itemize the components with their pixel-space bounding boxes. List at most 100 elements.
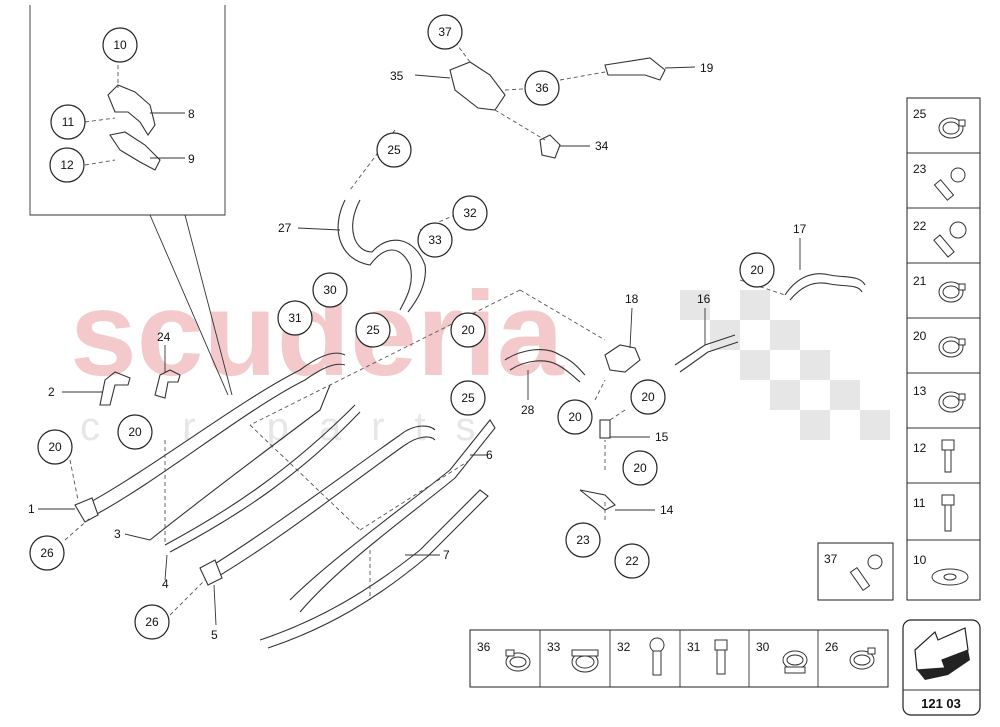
callout-10[interactable]: 10 [102, 27, 138, 63]
callout-30[interactable]: 30 [312, 272, 348, 308]
svg-text:32: 32 [463, 206, 477, 220]
svg-text:20: 20 [913, 329, 927, 343]
callout-36[interactable]: 36 [524, 70, 560, 106]
callout-26[interactable]: 26 [134, 604, 170, 640]
svg-text:37: 37 [824, 552, 838, 566]
callout-20[interactable]: 20 [37, 429, 73, 465]
label-2[interactable]: 2 [48, 385, 55, 399]
side-part-12[interactable]: 12 [907, 439, 980, 484]
side-part-20[interactable]: 20 [907, 329, 980, 374]
label-9[interactable]: 9 [188, 152, 195, 166]
side-part-25[interactable]: 25 [907, 107, 980, 154]
side-part-23[interactable]: 23 [907, 162, 980, 209]
clamp-band-icon [571, 649, 599, 673]
svg-text:25: 25 [387, 143, 401, 157]
label-18[interactable]: 18 [625, 292, 639, 306]
callout-20[interactable]: 20 [739, 252, 775, 288]
callout-32[interactable]: 32 [452, 195, 488, 231]
svg-text:20: 20 [461, 323, 475, 337]
label-34[interactable]: 34 [595, 139, 609, 153]
guide-lines [64, 41, 786, 616]
callout-33[interactable]: 33 [417, 222, 453, 258]
svg-text:25: 25 [913, 107, 927, 121]
side-part-22[interactable]: 22 [907, 219, 980, 264]
callout-12[interactable]: 12 [49, 147, 85, 183]
callout-20[interactable]: 20 [630, 379, 666, 415]
svg-text:11: 11 [913, 496, 926, 510]
svg-text:25: 25 [461, 391, 475, 405]
svg-text:20: 20 [750, 263, 764, 277]
hose-clamp-icon [849, 647, 876, 670]
side-part-13[interactable]: 13 [907, 384, 980, 429]
callout-23[interactable]: 23 [565, 522, 601, 558]
hose-clamp-icon [938, 391, 966, 413]
bottom-part-30[interactable]: 30 [756, 640, 808, 674]
side-part-10[interactable]: 10 [913, 553, 969, 586]
bottom-part-32[interactable]: 32 [617, 637, 665, 676]
bolt-icon [933, 221, 967, 258]
bottom-part-26[interactable]: 26 [825, 640, 876, 670]
hose-clamp-icon [938, 336, 966, 358]
label-35[interactable]: 35 [390, 69, 404, 83]
side-part-21[interactable]: 21 [907, 274, 980, 319]
hose-clamp-icon [505, 649, 531, 672]
bottom-part-36[interactable]: 36 [477, 640, 531, 672]
bolt-icon [649, 637, 665, 676]
svg-text:23: 23 [576, 533, 590, 547]
page-nav-box[interactable]: 121 03 [902, 619, 981, 716]
part-labels: 8 9 35 19 34 27 17 16 18 24 2 28 15 6 1 … [28, 61, 807, 642]
page-number: 121 03 [921, 696, 961, 711]
label-17[interactable]: 17 [793, 222, 807, 236]
svg-text:26: 26 [145, 615, 159, 629]
callout-25[interactable]: 25 [376, 132, 412, 168]
bottom-part-33[interactable]: 33 [547, 640, 599, 673]
svg-text:22: 22 [913, 219, 927, 233]
bottom-part-31[interactable]: 31 [687, 639, 728, 675]
svg-text:32: 32 [617, 640, 631, 654]
label-15[interactable]: 15 [655, 430, 669, 444]
svg-text:31: 31 [288, 311, 302, 325]
side-part-11[interactable]: 11 [907, 494, 980, 541]
callout-37[interactable]: 37 [427, 14, 463, 50]
label-3[interactable]: 3 [114, 527, 121, 541]
label-19[interactable]: 19 [700, 61, 714, 75]
callout-22[interactable]: 22 [614, 543, 650, 579]
single-part-37[interactable]: 37 [817, 542, 894, 601]
label-6[interactable]: 6 [486, 448, 493, 462]
label-7[interactable]: 7 [443, 548, 450, 562]
callout-20[interactable]: 20 [117, 414, 153, 450]
callout-26[interactable]: 26 [29, 535, 65, 571]
label-28[interactable]: 28 [521, 403, 535, 417]
svg-text:21: 21 [913, 274, 927, 288]
label-16[interactable]: 16 [697, 292, 711, 306]
callout-20[interactable]: 20 [450, 312, 486, 348]
label-5[interactable]: 5 [211, 628, 218, 642]
svg-text:36: 36 [477, 640, 491, 654]
label-1[interactable]: 1 [28, 502, 35, 516]
screw-icon [941, 494, 955, 532]
label-14[interactable]: 14 [660, 503, 674, 517]
arrow-icon [914, 627, 970, 680]
label-24[interactable]: 24 [157, 330, 171, 344]
label-27[interactable]: 27 [278, 221, 292, 235]
callout-11[interactable]: 11 [50, 104, 86, 140]
svg-text:25: 25 [366, 323, 380, 337]
watermark: scuderia car parts [70, 267, 890, 449]
bolt-icon [933, 167, 966, 201]
side-parts-table: 25 23 22 21 20 13 12 [906, 97, 981, 601]
callouts: 10 11 12 37 36 25 32 33 30 31 25 20 20 2… [29, 14, 775, 640]
svg-text:20: 20 [633, 461, 647, 475]
callout-25[interactable]: 25 [450, 380, 486, 416]
svg-text:20: 20 [568, 410, 582, 424]
svg-text:20: 20 [641, 390, 655, 404]
callout-25[interactable]: 25 [355, 312, 391, 348]
callout-20[interactable]: 20 [622, 450, 658, 486]
callout-31[interactable]: 31 [277, 300, 313, 336]
screw-icon [714, 639, 728, 675]
label-4[interactable]: 4 [162, 577, 169, 591]
callout-20[interactable]: 20 [557, 399, 593, 435]
detail-inset [29, 5, 233, 396]
svg-text:33: 33 [428, 233, 442, 247]
label-8[interactable]: 8 [188, 107, 195, 121]
pipes [74, 57, 866, 649]
